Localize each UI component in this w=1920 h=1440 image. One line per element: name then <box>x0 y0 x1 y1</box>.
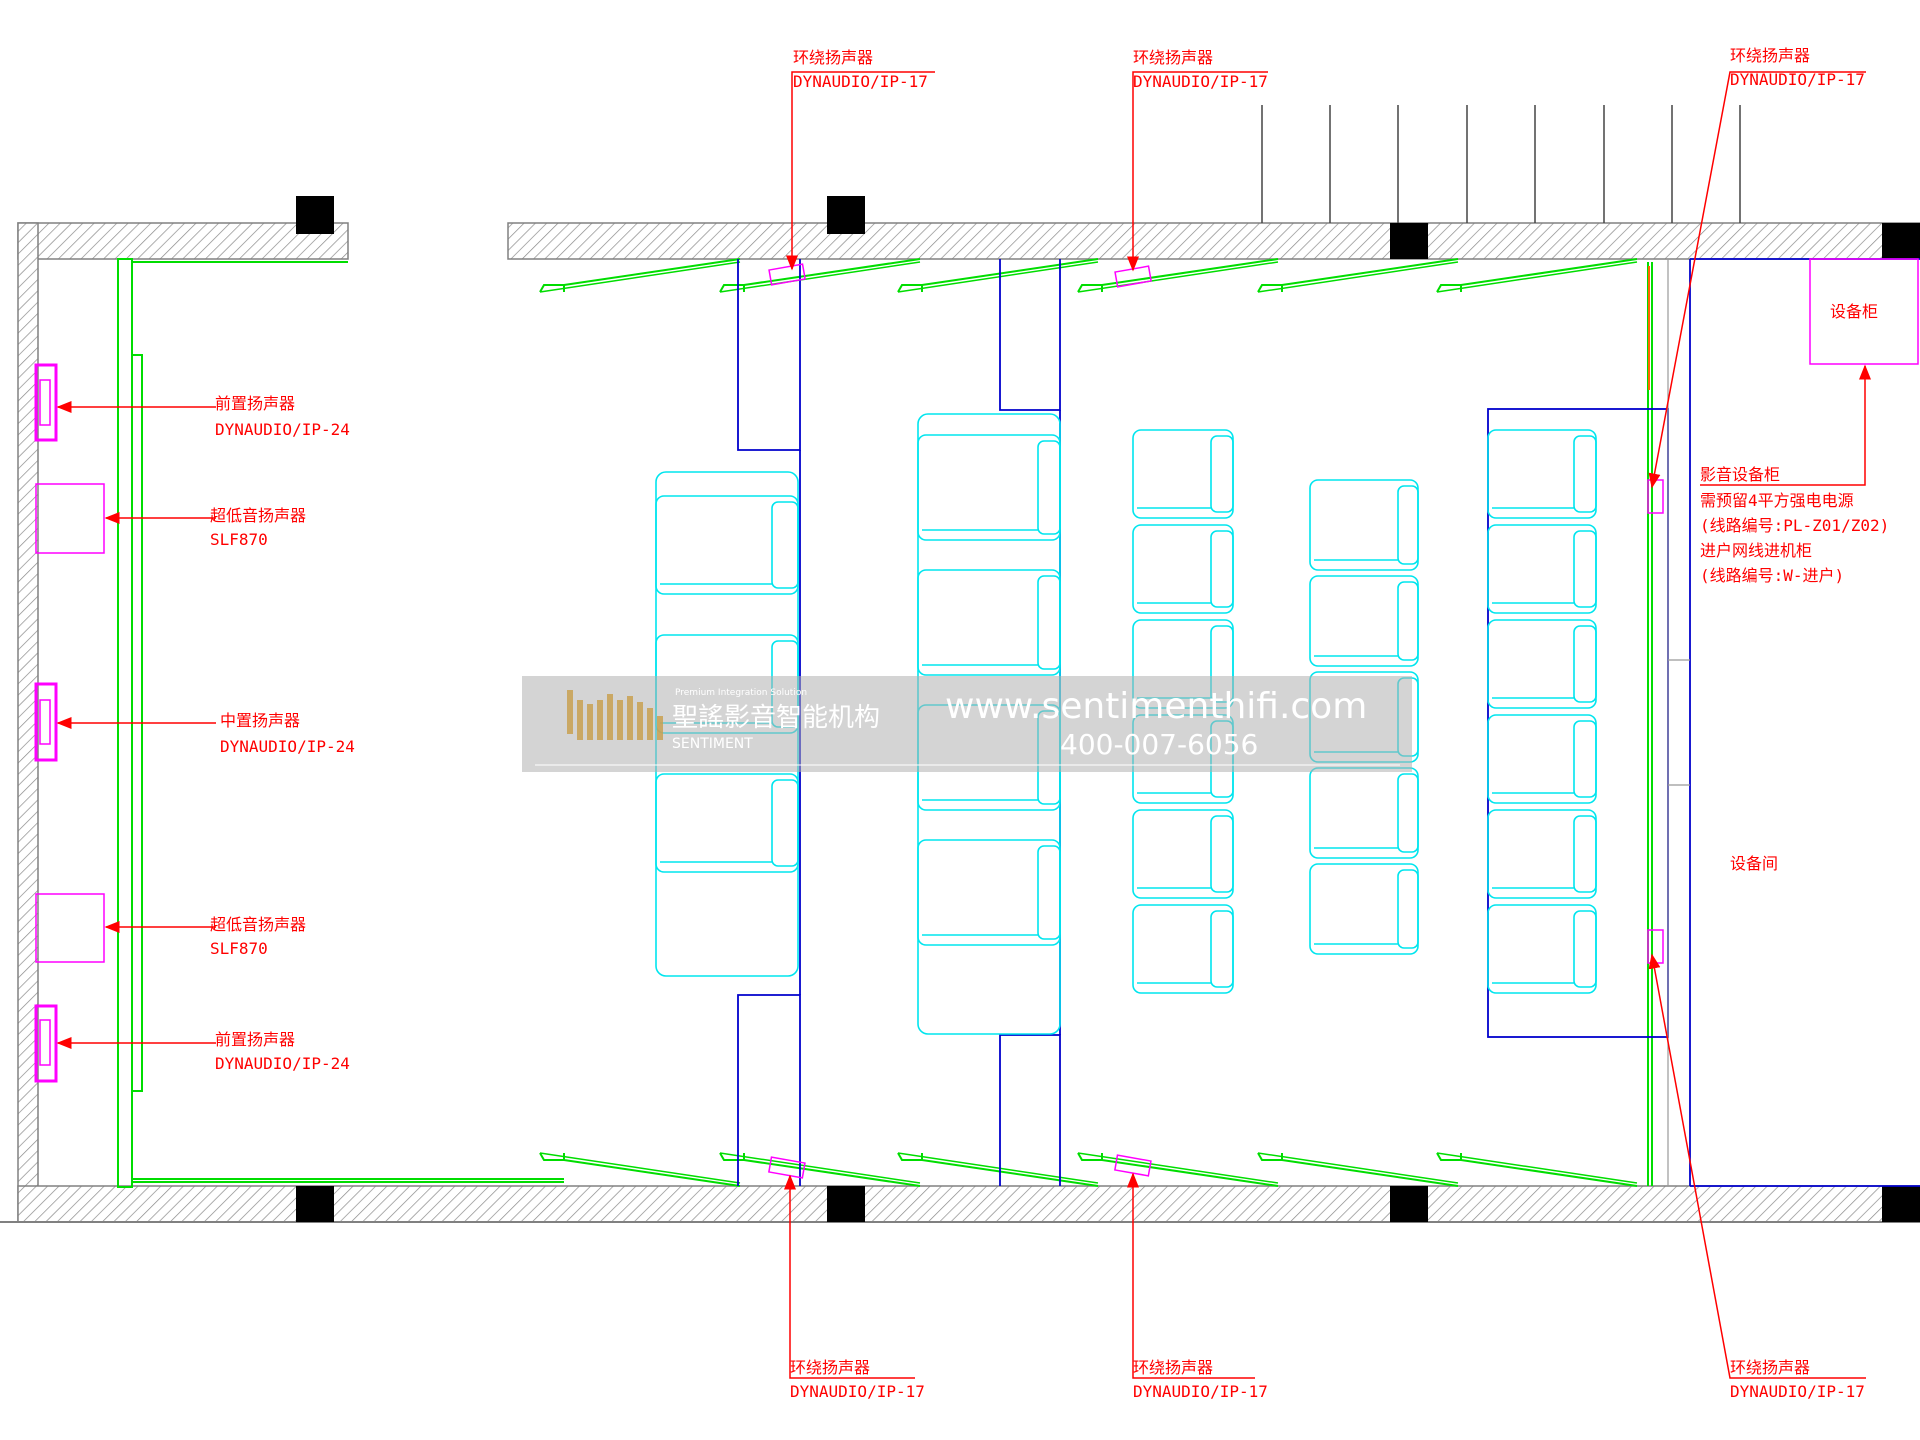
surround-bot-2-model: DYNAUDIO/IP-17 <box>1133 1382 1268 1401</box>
subwoofer-bottom-title: 超低音扬声器 <box>210 915 306 934</box>
surround-speaker-side-bot <box>1647 929 1664 964</box>
seat <box>917 569 1061 676</box>
watermark-tagline: Premium Integration Solution <box>675 688 807 698</box>
seat <box>1132 429 1234 519</box>
seat <box>1487 714 1597 804</box>
surround-top-3-model: DYNAUDIO/IP-17 <box>1730 70 1865 89</box>
speakers <box>34 263 1664 1179</box>
top-diffusers <box>539 258 1638 293</box>
front-speaker-bottom <box>34 1004 58 1083</box>
surround-bot-1-title: 环绕扬声器 <box>790 1358 870 1377</box>
seat <box>1487 524 1597 614</box>
diffuser-edge-bottom <box>539 1152 741 1184</box>
surround-top-1-model: DYNAUDIO/IP-17 <box>793 72 928 91</box>
surround-top-2-model: DYNAUDIO/IP-17 <box>1133 72 1268 91</box>
walls <box>0 105 1920 1223</box>
acoustic-panels <box>117 258 1653 1188</box>
subwoofer-bottom-model: SLF870 <box>210 939 268 958</box>
front-speaker-bottom-model: DYNAUDIO/IP-24 <box>215 1054 350 1073</box>
watermark-phone: 400-007-6056 <box>1060 728 1258 761</box>
seat <box>1487 809 1597 899</box>
surround-bot-3-title: 环绕扬声器 <box>1730 1358 1810 1377</box>
front-speaker-top-model: DYNAUDIO/IP-24 <box>215 420 350 439</box>
seat <box>1132 904 1234 994</box>
seat <box>1132 524 1234 614</box>
seat <box>655 495 799 595</box>
equipment-room-label: 设备间 <box>1730 854 1778 873</box>
seat <box>1309 479 1419 571</box>
seat <box>917 434 1061 541</box>
diffuser-edge-bottom <box>719 1152 921 1184</box>
av-cabinet-note-3: (线路编号:PL-Z01/Z02) <box>1700 516 1889 535</box>
bottom-diffusers <box>539 1152 1638 1187</box>
sentiment-logo-icon <box>567 690 663 740</box>
seat <box>1309 767 1419 859</box>
diffuser-edge-top <box>1077 261 1279 293</box>
diffuser-edge-top <box>1257 261 1459 293</box>
diffuser-edge-bottom <box>897 1152 1099 1184</box>
av-cabinet-note-5: (线路编号:W-进户) <box>1700 566 1844 585</box>
surround-top-1-title: 环绕扬声器 <box>793 48 873 67</box>
surround-speaker-top-1 <box>768 263 806 286</box>
diffuser-edge-bottom <box>1257 1152 1459 1184</box>
subwoofer-top <box>35 483 105 554</box>
front-speaker-top-title: 前置扬声器 <box>215 394 295 413</box>
diffuser-edge-top <box>539 261 741 293</box>
center-speaker-model: DYNAUDIO/IP-24 <box>220 737 355 756</box>
seat <box>1309 575 1419 667</box>
av-cabinet-note-4: 进户网线进机柜 <box>1700 541 1812 560</box>
av-cabinet-note-1: 影音设备柜 <box>1700 465 1780 484</box>
seat <box>655 773 799 873</box>
leader-lines <box>56 71 1871 1379</box>
center-speaker <box>34 682 58 762</box>
diffuser-edge-bottom <box>1077 1152 1279 1184</box>
surround-top-2-title: 环绕扬声器 <box>1133 48 1213 67</box>
seat <box>1132 809 1234 899</box>
seat <box>1487 619 1597 709</box>
seat <box>917 839 1061 946</box>
surround-top-3-title: 环绕扬声器 <box>1730 46 1810 65</box>
watermark: 聖謠影音智能机构 Premium Integration Solution SE… <box>522 676 1412 772</box>
center-speaker-title: 中置扬声器 <box>220 711 300 730</box>
watermark-url: www.sentimenthifi.com <box>945 686 1367 727</box>
av-cabinet-note-2: 需预留4平方强电电源 <box>1700 491 1854 510</box>
subwoofer-top-model: SLF870 <box>210 530 268 549</box>
surround-bot-2-title: 环绕扬声器 <box>1133 1358 1213 1377</box>
surround-bot-1-model: DYNAUDIO/IP-17 <box>790 1382 925 1401</box>
front-speaker-bottom-title: 前置扬声器 <box>215 1030 295 1049</box>
diffuser-edge-top <box>719 261 921 293</box>
seat <box>1309 863 1419 955</box>
watermark-brand-en: SENTIMENT <box>672 736 753 752</box>
equipment-cabinet <box>1809 258 1919 365</box>
seat <box>1487 429 1597 519</box>
surround-speaker-side-top <box>1647 479 1664 514</box>
diffuser-edge-top <box>897 261 1099 293</box>
diffuser-edge-top <box>1436 261 1638 293</box>
watermark-brand-cn: 聖謠影音智能机构 <box>672 703 880 733</box>
front-speaker-top <box>34 363 58 442</box>
surround-bot-3-model: DYNAUDIO/IP-17 <box>1730 1382 1865 1401</box>
diffuser-edge-bottom <box>1436 1152 1638 1184</box>
subwoofer-bottom <box>35 893 105 963</box>
seat <box>1487 904 1597 994</box>
subwoofer-top-title: 超低音扬声器 <box>210 506 306 525</box>
partition-gray <box>1667 259 1690 1186</box>
equipment-cabinet-label: 设备柜 <box>1830 302 1878 321</box>
